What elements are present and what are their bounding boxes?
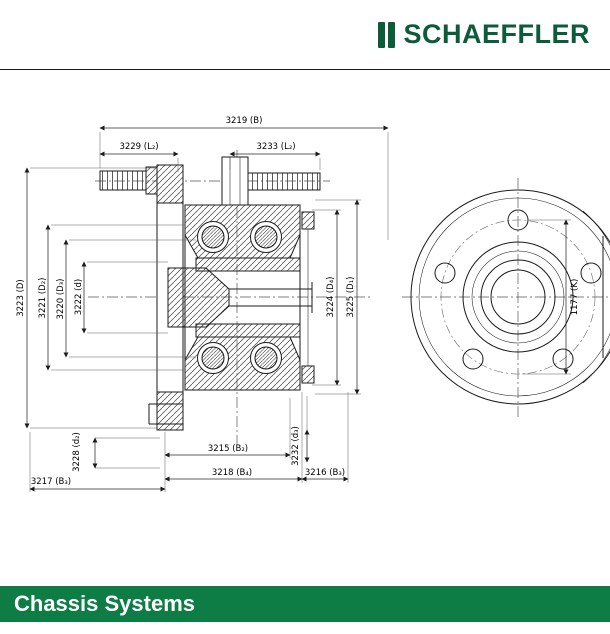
dim-label-3232-d3: 3232 (d₃) xyxy=(291,426,301,466)
dim-label-3218-b4: 3218 (B₄) xyxy=(212,468,252,478)
dim-label-3220-d3: 3220 (D₃) xyxy=(56,279,66,320)
dim-label-3216-b3: 3216 (B₃) xyxy=(305,468,345,478)
dim-label-3228-d2: 3228 (d₂) xyxy=(72,432,82,472)
dim-label-3233-l: 3233 (L₂) xyxy=(256,142,295,152)
dim-label-1177-k: 1177 (K) xyxy=(570,279,580,316)
schaeffler-logo-mark-icon xyxy=(377,21,395,48)
technical-drawing: 3219 (B) 3229 (L₂) 3233 (L₂) 3223 (D) 32… xyxy=(16,116,610,492)
dim-label-3221-d2: 3221 (D₂) xyxy=(38,278,48,319)
dim-label-3225-d1: 3225 (D₁) xyxy=(346,277,356,318)
schaeffler-logo: SCHAEFFLER xyxy=(377,19,591,50)
footer-title: Chassis Systems xyxy=(14,591,195,616)
dim-label-3215-b2: 3215 (B₂) xyxy=(208,444,248,454)
dim-label-3217-b: 3217 (B₃) xyxy=(31,477,71,487)
dim-label-3223-d: 3223 (D) xyxy=(16,279,26,317)
dimension-lines xyxy=(24,125,569,492)
header: SCHAEFFLER xyxy=(0,0,610,70)
section-view xyxy=(99,156,321,431)
dim-label-3224-d4: 3224 (D₄) xyxy=(326,277,336,318)
extension-lines xyxy=(29,132,571,492)
schaeffler-logo-text: SCHAEFFLER xyxy=(403,19,590,49)
dimension-labels: 3219 (B) 3229 (L₂) 3233 (L₂) 3223 (D) 32… xyxy=(16,116,580,487)
dim-label-3219-b: 3219 (B) xyxy=(226,116,263,126)
dim-label-3229-l: 3229 (L₂) xyxy=(119,142,158,152)
footer-banner: Chassis Systems xyxy=(0,586,610,622)
front-view xyxy=(410,189,610,405)
dim-label-3222-d: 3222 (d) xyxy=(74,279,84,315)
